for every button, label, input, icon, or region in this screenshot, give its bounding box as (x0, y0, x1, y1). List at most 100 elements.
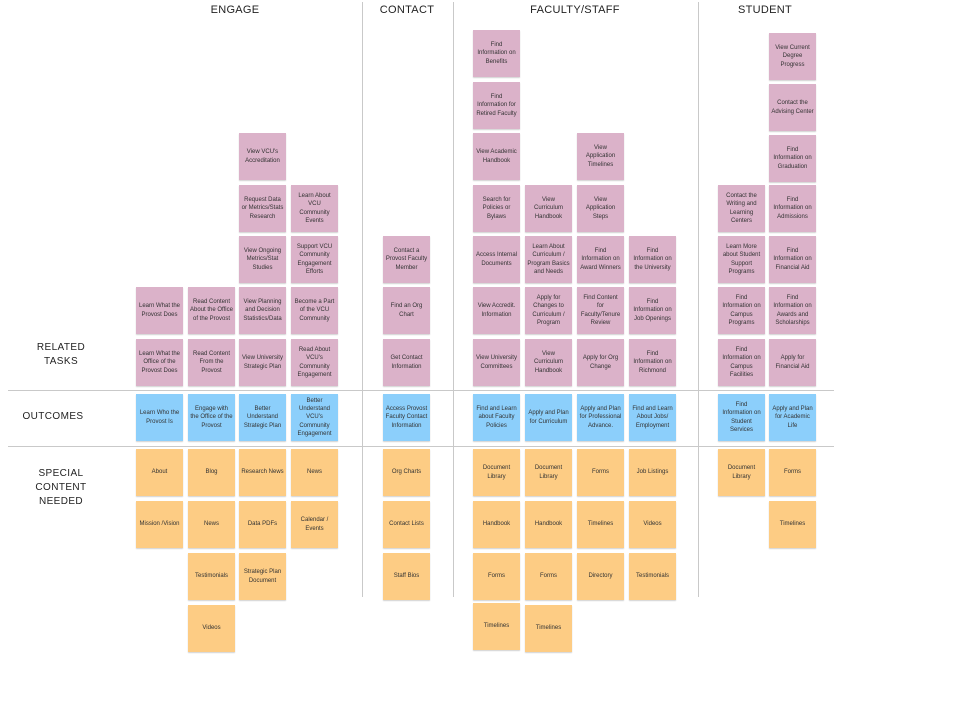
column-header-contact: CONTACT (379, 4, 435, 16)
content-note: Staff Bios (383, 553, 430, 600)
content-note: Timelines (577, 501, 624, 548)
column-header-faculty-staff: FACULTY/STAFF (530, 4, 620, 16)
task-note: Find Information on Benefits (473, 30, 520, 77)
task-note: View Accredit. Information (473, 287, 520, 334)
task-note: Find Information on the University (629, 236, 676, 283)
task-note: View Curriculum Handbook (525, 185, 572, 232)
content-note: Document Library (718, 449, 765, 496)
content-note: Strategic Plan Document (239, 553, 286, 600)
content-note: Videos (629, 501, 676, 548)
divider-engage-contact (362, 2, 363, 597)
task-note: Apply for Changes to Curriculum / Progra… (525, 287, 572, 334)
content-note: Handbook (525, 501, 572, 548)
content-note: Timelines (525, 605, 572, 652)
content-note: Handbook (473, 501, 520, 548)
task-note: View Curriculum Handbook (525, 339, 572, 386)
task-note: View Planning and Decision Statistics/Da… (239, 287, 286, 334)
outcome-note: Better Understand VCU's Community Engage… (291, 394, 338, 441)
content-note: Testimonials (188, 553, 235, 600)
task-note: Request Data or Metrics/Stats Research (239, 185, 286, 232)
task-note: Access Internal Documents (473, 236, 520, 283)
task-note: Find Information on Award Winners (577, 236, 624, 283)
content-note: Mission /Vision (136, 501, 183, 548)
task-note: View Academic Handbook (473, 133, 520, 180)
task-note: Learn What the Office of the Provost Doe… (136, 339, 183, 386)
task-note: Find Information on Campus Programs (718, 287, 765, 334)
column-header-engage: ENGAGE (210, 4, 260, 16)
task-note: Contact the Advising Center (769, 84, 816, 131)
content-note: Job Listings (629, 449, 676, 496)
task-note: Support VCU Community Engagement Efforts (291, 236, 338, 283)
outcome-note: Engage with the Office of the Provost (188, 394, 235, 441)
content-note: Forms (769, 449, 816, 496)
outcome-note: Access Provost Faculty Contact Informati… (383, 394, 430, 441)
outcome-note: Learn Who the Provost Is (136, 394, 183, 441)
content-note: Timelines (769, 501, 816, 548)
task-note: Find Information on Job Openings (629, 287, 676, 334)
task-note: Read Content About the Office of the Pro… (188, 287, 235, 334)
task-note: View Application Timelines (577, 133, 624, 180)
task-note: Learn About VCU Community Events (291, 185, 338, 232)
task-note: Find Information on Financial Aid (769, 236, 816, 283)
task-note: Find Information for Retired Faculty (473, 82, 520, 129)
column-header-student: STUDENT (737, 4, 793, 16)
content-note: About (136, 449, 183, 496)
outcome-note: Find and Learn about Faculty Policies (473, 394, 520, 441)
content-note: Contact Lists (383, 501, 430, 548)
content-note: News (291, 449, 338, 496)
content-note: Forms (525, 553, 572, 600)
divider-outcomes-content (8, 446, 834, 447)
task-note: Find Information on Richmond (629, 339, 676, 386)
task-note: Find Content for Faculty/Tenure Review (577, 287, 624, 334)
row-label-outcomes: OUTCOMES (22, 411, 84, 422)
task-note: Find an Org Chart (383, 287, 430, 334)
task-note: View Application Steps (577, 185, 624, 232)
task-note: Read Content From the Provost (188, 339, 235, 386)
divider-faculty-student (698, 2, 699, 597)
row-label-related-tasks: RELATED TASKS (36, 342, 86, 367)
content-note: Blog (188, 449, 235, 496)
task-note: Apply for Financial Aid (769, 339, 816, 386)
content-note: News (188, 501, 235, 548)
content-note: Calendar / Events (291, 501, 338, 548)
outcome-note: Apply and Plan for Professional Advance. (577, 394, 624, 441)
task-note: View VCU's Accreditation (239, 133, 286, 180)
outcome-note: Apply and Plan for Curriculum (525, 394, 572, 441)
content-note: Videos (188, 605, 235, 652)
outcome-note: Better Understand Strategic Plan (239, 394, 286, 441)
task-note: View Current Degree Progress (769, 33, 816, 80)
content-note: Testimonials (629, 553, 676, 600)
content-note: Research News (239, 449, 286, 496)
task-note: Contact a Provost Faculty Member (383, 236, 430, 283)
outcome-note: Find and Learn About Jobs/ Employment (629, 394, 676, 441)
content-note: Forms (577, 449, 624, 496)
divider-contact-faculty (453, 2, 454, 597)
task-note: Read About VCU's Community Engagement (291, 339, 338, 386)
task-note: Find Information on Campus Facilities (718, 339, 765, 386)
divider-tasks-outcomes (8, 390, 834, 391)
content-note: Forms (473, 553, 520, 600)
content-note: Org Charts (383, 449, 430, 496)
task-note: Learn What the Provost Does (136, 287, 183, 334)
task-note: Find Information on Awards and Scholarsh… (769, 287, 816, 334)
row-label-special-content: SPECIAL CONTENT NEEDED (35, 468, 87, 507)
task-note: View University Committees (473, 339, 520, 386)
task-note: Become a Part of the VCU Community (291, 287, 338, 334)
task-note: Find Information on Admissions (769, 185, 816, 232)
content-note: Directory (577, 553, 624, 600)
content-note: Document Library (473, 449, 520, 496)
task-note: Search for Policies or Bylaws (473, 185, 520, 232)
content-note: Document Library (525, 449, 572, 496)
task-note: Apply for Org Change (577, 339, 624, 386)
task-note: View Ongoing Metrics/Stat Studies (239, 236, 286, 283)
content-note: Data PDFs (239, 501, 286, 548)
outcome-note: Apply and Plan for Academic Life (769, 394, 816, 441)
task-note: Get Contact Information (383, 339, 430, 386)
task-note: View University Strategic Plan (239, 339, 286, 386)
outcome-note: Find Information on Student Services (718, 394, 765, 441)
task-note: Contact the Writing and Learning Centers (718, 185, 765, 232)
content-note: Timelines (473, 603, 520, 650)
task-note: Find Information on Graduation (769, 135, 816, 182)
task-note: Learn About Curriculum / Program Basics … (525, 236, 572, 283)
task-note: Learn More about Student Support Program… (718, 236, 765, 283)
